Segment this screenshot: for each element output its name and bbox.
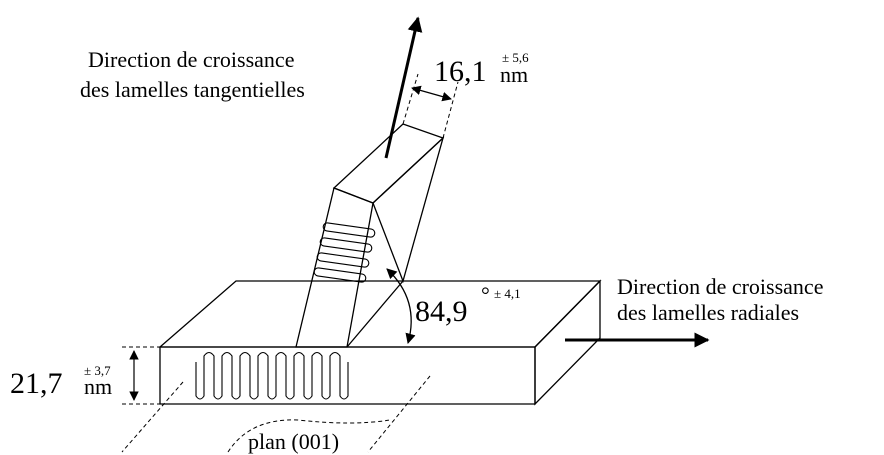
block-base-edge [346, 280, 404, 348]
radial-thickness-uncertainty: ± 3,7 [84, 363, 111, 378]
tangential-thickness-uncertainty: ± 5,6 [502, 50, 529, 65]
radial-thickness-dimension [122, 346, 160, 405]
radial-thickness-unit: nm [84, 374, 112, 399]
angle-uncertainty: ± 4,1 [494, 286, 521, 301]
plane-label: plan (001) [248, 429, 339, 454]
radial-lamella-slab [158, 279, 602, 406]
angle-degree-symbol: ° [481, 282, 490, 307]
block-front-face [295, 187, 374, 348]
tangential-thickness-dimension [402, 73, 459, 139]
block-top-face [332, 123, 445, 204]
radial-lamella-folds [195, 351, 349, 400]
block-side-face [372, 135, 445, 284]
radial-direction-label-line1: Direction de croissance [617, 274, 823, 299]
tangential-lamella-folds [313, 222, 376, 283]
angle-value: 84,9 [415, 295, 468, 328]
tangential-direction-label-line1: Direction de croissance [88, 47, 294, 72]
tangential-direction-label-line2: des lamelles tangentielles [80, 77, 305, 102]
slab-top-face [158, 280, 602, 348]
tangential-thickness-unit: nm [500, 62, 528, 87]
tangential-growth-arrow [384, 16, 423, 159]
radial-thickness-value: 21,7 [10, 367, 63, 400]
tangential-thickness-value: 16,1 [434, 55, 487, 88]
radial-direction-label-line2: des lamelles radiales [617, 300, 799, 325]
plane-001-outline [121, 375, 431, 453]
angle-arc [386, 268, 416, 345]
slab-right-face [534, 279, 601, 406]
